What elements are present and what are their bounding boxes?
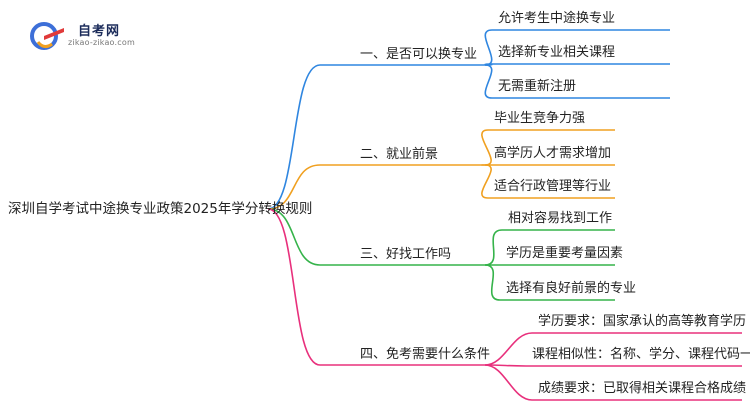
branch-connector bbox=[267, 208, 485, 366]
leaf-label: 学历要求：国家承认的高等教育学历 bbox=[538, 314, 747, 329]
leaf-connector bbox=[484, 264, 615, 301]
leaf-connector bbox=[484, 229, 615, 266]
root-topic: 深圳自学考试中途换专业政策2025年学分转换规则 bbox=[8, 201, 313, 217]
site-logo[interactable]: 自考网 zikao-zikao.com bbox=[30, 16, 160, 56]
leaf-connector bbox=[481, 129, 615, 166]
logo-url: zikao-zikao.com bbox=[68, 38, 135, 47]
leaf-label: 相对容易找到工作 bbox=[508, 211, 613, 226]
branch-connector bbox=[267, 164, 485, 210]
leaf-label: 高学历人才需求增加 bbox=[494, 146, 612, 161]
logo-title: 自考网 bbox=[78, 24, 121, 39]
leaf-label: 成绩要求：已取得相关课程合格成绩 bbox=[538, 381, 747, 396]
leaf-label: 选择新专业相关课程 bbox=[498, 45, 616, 60]
branch-label: 四、免考需要什么条件 bbox=[360, 347, 491, 362]
leaf-label: 无需重新注册 bbox=[498, 79, 577, 94]
leaf-label: 毕业生竞争力强 bbox=[494, 111, 586, 126]
branch-connector bbox=[267, 64, 485, 210]
branch-label: 一、是否可以换专业 bbox=[360, 47, 478, 62]
leaf-connector bbox=[484, 64, 670, 99]
leaf-label: 允许考生中途换专业 bbox=[498, 11, 616, 26]
leaf-label: 适合行政管理等行业 bbox=[494, 179, 612, 194]
leaf-connector bbox=[484, 364, 742, 367]
leaf-label: 课程相似性：名称、学分、课程代码一致 bbox=[532, 347, 750, 362]
leaf-connector bbox=[481, 164, 615, 199]
leaf-label: 选择有良好前景的专业 bbox=[506, 281, 637, 296]
branch-connector bbox=[267, 208, 485, 266]
mortarboard-icon bbox=[30, 22, 64, 50]
leaf-connector bbox=[484, 332, 742, 366]
branch-label: 二、就业前景 bbox=[360, 147, 439, 162]
leaf-connector bbox=[484, 63, 670, 66]
leaf-label: 学历是重要考量因素 bbox=[506, 246, 624, 261]
branch-label: 三、好找工作吗 bbox=[360, 247, 452, 262]
leaf-connector bbox=[484, 364, 742, 401]
